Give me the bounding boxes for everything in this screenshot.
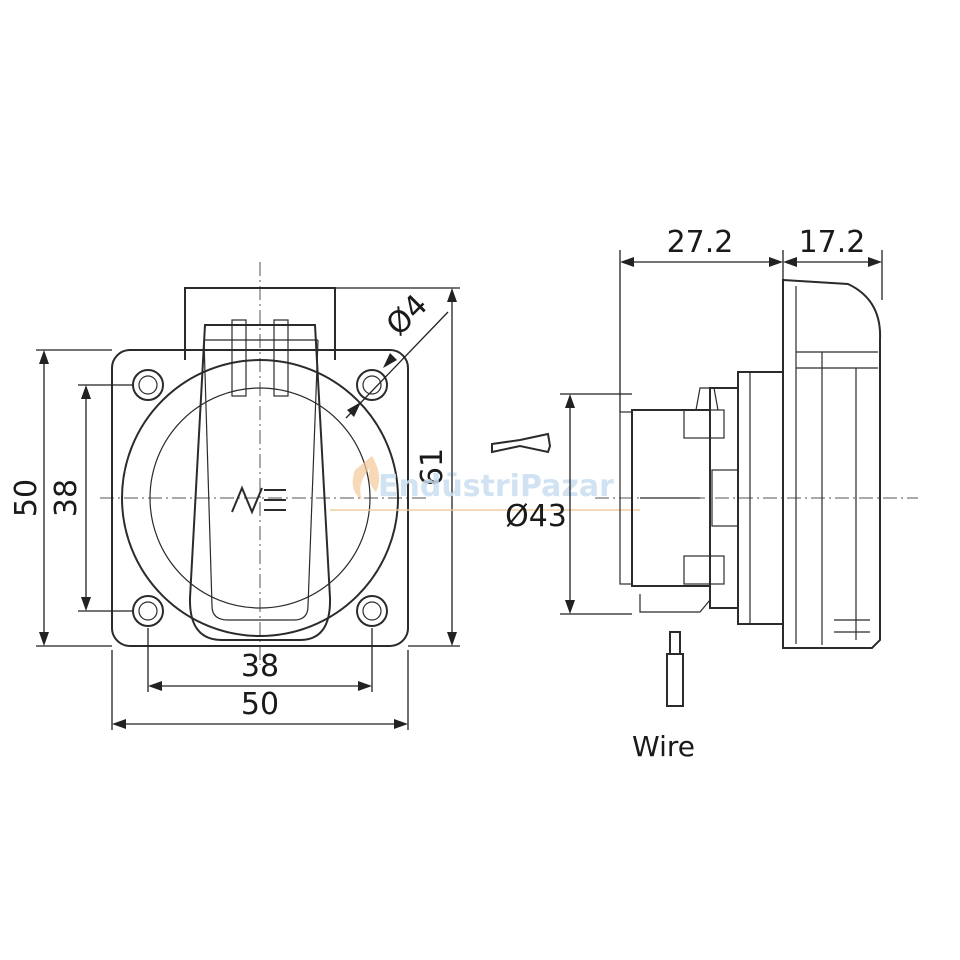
dim-label-body-diameter: Ø43 <box>505 499 567 534</box>
dim-hole-diameter: Ø4 <box>345 288 449 419</box>
plug-pin-icon <box>491 432 552 454</box>
front-view: 38 50 50 38 <box>9 262 460 730</box>
wire-label: Wire <box>632 730 695 763</box>
mounting-holes <box>132 369 388 627</box>
dim-label-side-depth-back: 27.2 <box>667 225 734 260</box>
dim-body-diameter: Ø43 <box>505 393 632 615</box>
side-flange <box>782 278 882 649</box>
dim-front-width-outer: 50 <box>111 650 409 730</box>
mounting-flange <box>111 349 409 647</box>
socket-outer-ring <box>121 359 399 637</box>
dim-label-front-width-holes: 38 <box>241 649 279 684</box>
dim-label-front-height-outer: 50 <box>9 479 44 517</box>
dim-side-depth-back: 27.2 <box>619 225 784 412</box>
dim-side-depth-front: 17.2 <box>783 225 883 300</box>
watermark: EndüstriPazar <box>330 456 640 511</box>
dim-front-height-holes: 38 <box>49 384 133 612</box>
dim-front-height-outer: 50 <box>9 349 112 647</box>
watermark-flame-icon <box>352 456 380 500</box>
dim-label-front-width-outer: 50 <box>241 687 279 722</box>
dim-label-front-height-holes: 38 <box>49 479 84 517</box>
wire-icon <box>666 631 684 707</box>
dim-label-side-depth-front: 17.2 <box>799 225 866 260</box>
socket-inner-ring <box>149 387 371 609</box>
dim-label-front-height-total: 61 <box>415 448 450 486</box>
brand-logo-icon <box>231 485 286 515</box>
dim-front-height-total: 61 <box>335 287 460 647</box>
dim-front-width-holes: 38 <box>147 628 373 692</box>
side-body <box>619 371 784 625</box>
watermark-text: EndüstriPazar <box>378 469 614 504</box>
hinged-lid <box>184 287 336 641</box>
side-view: Wire Ø43 27.2 17.2 <box>491 225 918 763</box>
